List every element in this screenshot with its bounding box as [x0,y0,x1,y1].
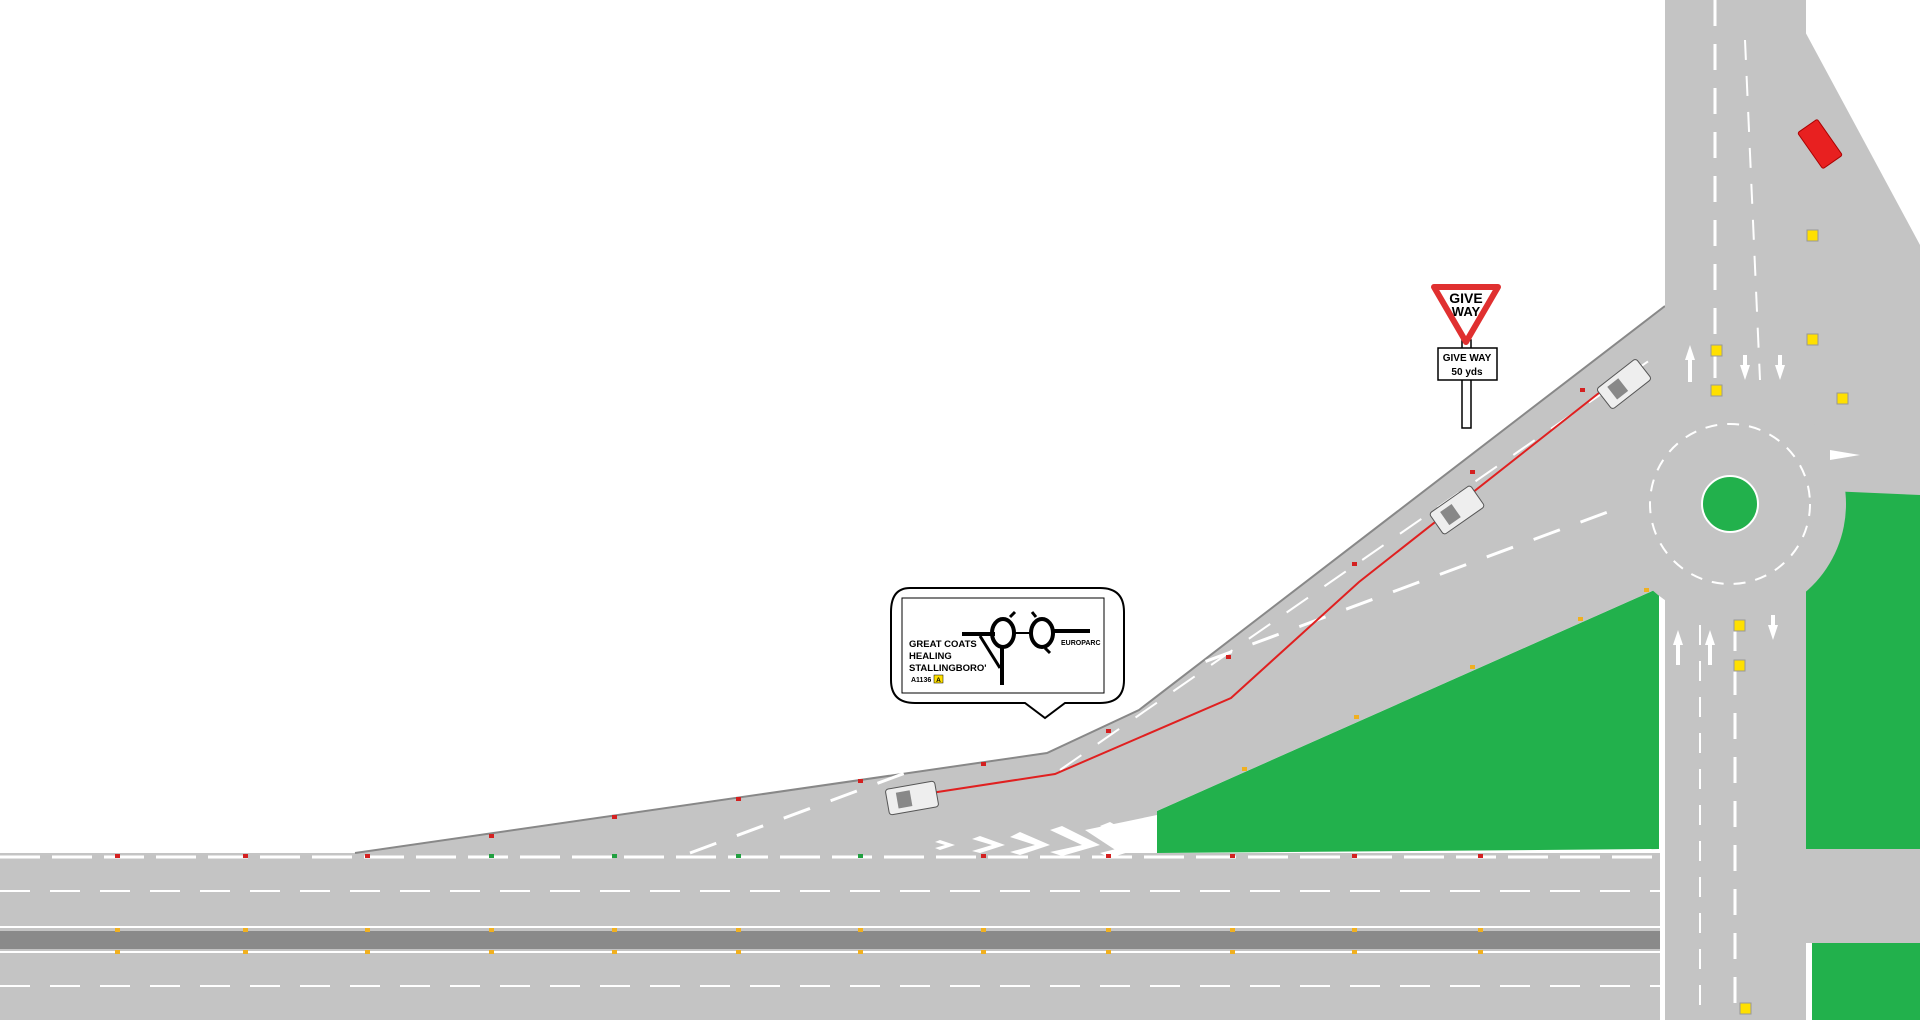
lane-arrows [1673,345,1860,665]
central-reserve [0,931,1660,949]
direction-sign-callout: GREAT COATS HEALING STALLINGBORO' A1136 … [890,587,1125,720]
destination-stallingborough: STALLINGBORO' [909,663,987,674]
roundabout-lane-line [1649,423,1811,585]
slip-lane-line [689,498,1641,855]
slip-road [355,306,1665,853]
destination-healing: HEALING [909,651,952,662]
route-badge [933,674,944,684]
verge-lower [1157,588,1659,853]
car-icon [1597,359,1651,409]
yellow-markers [1710,229,1849,1015]
destination-great-coats: GREAT COATS [909,639,977,650]
give-way-triangle-line2: WAY [1452,304,1481,319]
verge-right [1806,490,1920,849]
route-badge-label: A [936,677,941,684]
slip-lane-line [1059,359,1651,771]
route-number: A1136 [911,677,931,684]
give-way-triangle-line1: GIVE [1449,290,1482,306]
verge-bottom-right [1812,943,1920,1020]
roundabout-diagram-icon [962,610,1090,685]
chevron-markings [935,822,1150,858]
road-studs [115,388,1649,954]
slip-road-edge [354,305,1666,854]
give-way-sign: GIVE WAY GIVE WAY 50 yds [1431,284,1501,429]
give-way-plate-line2: 50 yds [1451,367,1483,378]
give-way-plate-line1: GIVE WAY [1443,353,1492,364]
destination-europarc: EUROPARC [1061,640,1101,647]
car-icon [1429,485,1485,535]
roundabout-island [1701,475,1759,533]
north-slip-road [1760,0,1920,420]
car-icon [885,780,939,816]
east-arm-lower [1806,849,1920,943]
red-car-icon [1797,119,1843,169]
